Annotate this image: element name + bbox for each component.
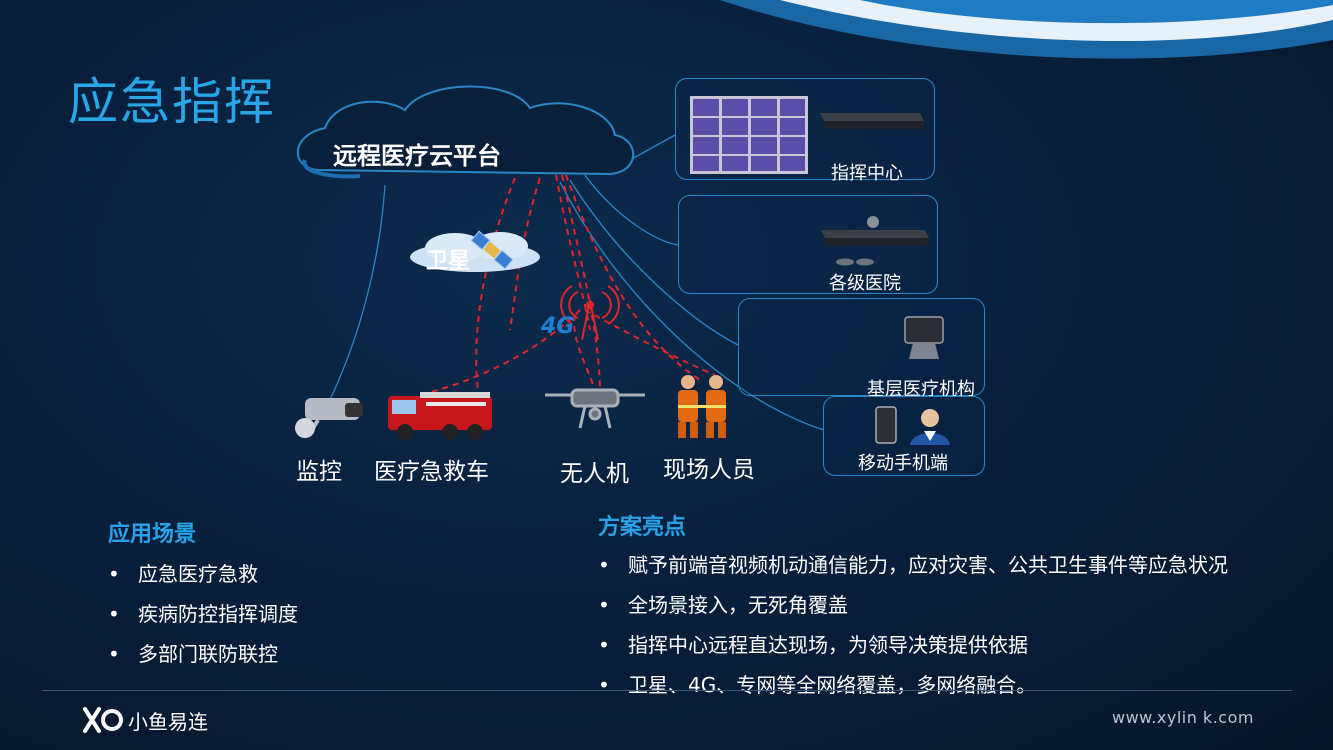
page-title: 应急指挥 bbox=[68, 73, 276, 131]
ambulance-icon bbox=[388, 392, 492, 440]
endpoint-label: 各级医院 bbox=[829, 273, 901, 294]
list-item: 全场景接入，无死角覆盖 bbox=[598, 585, 1318, 625]
xylink-logo-icon bbox=[83, 707, 123, 733]
highlights-heading: 方案亮点 bbox=[598, 515, 687, 540]
list-item: 多部门联防联控 bbox=[108, 634, 528, 674]
field-unit-label: 监控 bbox=[296, 459, 342, 485]
list-item: 赋予前端音视频机动通信能力，应对灾害、公共卫生事件等应急状况 bbox=[598, 545, 1318, 585]
drone-icon bbox=[545, 388, 645, 429]
network-4g-label: 4G bbox=[541, 314, 575, 339]
cloud-platform-icon bbox=[296, 85, 635, 179]
endpoint-mobile: 移动手机端 bbox=[823, 396, 985, 476]
endpoint-label: 基层医疗机构 bbox=[867, 379, 975, 400]
list-item: 卫星、4G、专网等全网络覆盖，多网络融合。 bbox=[598, 665, 1318, 705]
video-wall-icon bbox=[690, 96, 808, 174]
satellite-label: 卫星 bbox=[426, 249, 471, 274]
desktop-terminal-icon bbox=[904, 316, 944, 359]
radio-links bbox=[419, 174, 716, 396]
footer-divider bbox=[42, 690, 1292, 691]
scenarios-list: 应急医疗急救 疾病防控指挥调度 多部门联防联控 bbox=[108, 554, 528, 674]
terminal-camera-icon bbox=[821, 216, 929, 266]
footer-url: www.xylin k.com bbox=[1112, 708, 1254, 727]
terminal-device-icon bbox=[820, 113, 924, 129]
field-unit-label: 无人机 bbox=[560, 461, 629, 487]
endpoint-command-center: 指挥中心 bbox=[675, 78, 935, 184]
field-unit-label: 医疗急救车 bbox=[374, 459, 489, 485]
endpoint-label: 指挥中心 bbox=[831, 163, 903, 184]
satellite-icon bbox=[470, 230, 514, 270]
logo-text: 小鱼易连 bbox=[128, 710, 208, 734]
list-item: 应急医疗急救 bbox=[108, 554, 528, 594]
field-staff-icon bbox=[678, 375, 726, 438]
highlights-list: 赋予前端音视频机动通信能力，应对灾害、公共卫生事件等应急状况 全场景接入，无死角… bbox=[598, 545, 1318, 705]
endpoint-primary-care: 基层医疗机构 bbox=[738, 298, 985, 400]
satellite-cloud-icon bbox=[410, 230, 540, 272]
cell-tower-icon bbox=[560, 285, 620, 341]
field-unit-label: 现场人员 bbox=[663, 457, 755, 483]
mobile-user-icon bbox=[875, 406, 950, 445]
endpoint-hospitals: 各级医院 bbox=[678, 195, 938, 294]
list-item: 指挥中心远程直达现场，为领导决策提供依据 bbox=[598, 625, 1318, 665]
cloud-platform-label: 远程医疗云平台 bbox=[333, 142, 501, 170]
camera-icon bbox=[295, 398, 363, 438]
scenarios-heading: 应用场景 bbox=[108, 522, 197, 547]
endpoint-label: 移动手机端 bbox=[858, 453, 948, 474]
list-item: 疾病防控指挥调度 bbox=[108, 594, 528, 634]
